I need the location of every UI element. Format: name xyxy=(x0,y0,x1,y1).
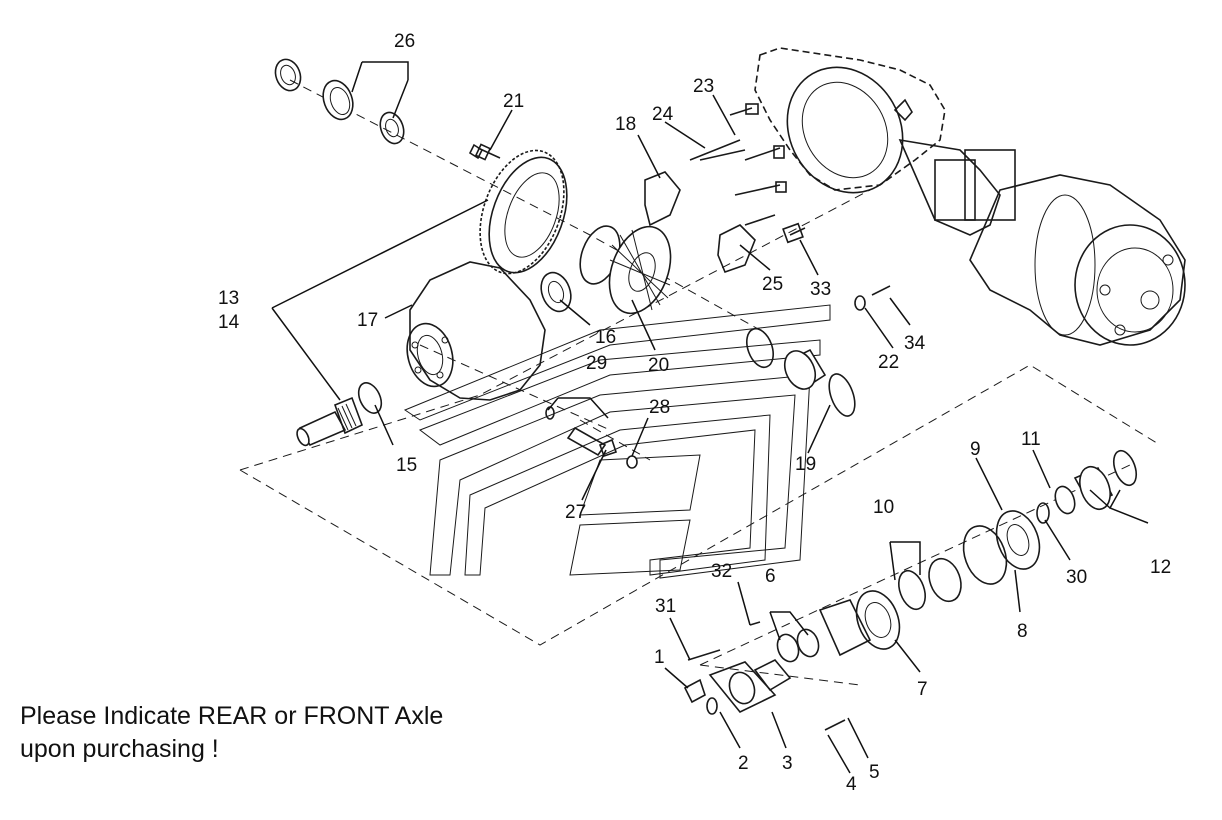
label-22: 22 xyxy=(878,352,899,373)
purchase-note: Please Indicate REAR or FRONT Axle upon … xyxy=(20,700,443,766)
label-10: 10 xyxy=(873,497,894,518)
label-20: 20 xyxy=(648,355,669,376)
label-26: 26 xyxy=(394,31,415,52)
ring-gear xyxy=(479,149,568,275)
label-16: 16 xyxy=(595,327,616,348)
purchase-note-line-2: upon purchasing ! xyxy=(20,735,219,763)
bearing-26 xyxy=(274,58,405,145)
label-34: 34 xyxy=(904,333,926,354)
label-29: 29 xyxy=(586,353,607,374)
nut-22 xyxy=(854,285,891,311)
differential-case xyxy=(579,225,672,315)
label-12: 12 xyxy=(1150,557,1171,578)
label-11: 11 xyxy=(1021,429,1041,450)
lock-parts xyxy=(545,406,638,469)
label-24: 24 xyxy=(652,104,674,125)
watermark-logo xyxy=(403,304,831,579)
label-17: 17 xyxy=(357,310,378,331)
label-7: 7 xyxy=(917,679,928,700)
label-32: 32 xyxy=(711,561,732,582)
label-31: 31 xyxy=(655,596,676,617)
label-5: 5 xyxy=(869,762,880,783)
label-14: 14 xyxy=(218,312,240,333)
bolt-21 xyxy=(468,143,501,161)
purchase-note-line-1: Please Indicate REAR or FRONT Axle xyxy=(20,702,444,730)
part-labels: 26 21 23 24 18 13 14 17 16 20 25 33 34 2… xyxy=(218,31,1171,795)
output-assembly xyxy=(683,449,1138,731)
axle-housing xyxy=(754,47,1186,346)
pinion-shaft xyxy=(296,382,383,447)
label-15: 15 xyxy=(396,455,417,476)
assembly-boundary xyxy=(239,189,1161,646)
label-3: 3 xyxy=(782,753,793,774)
label-21: 21 xyxy=(503,91,524,112)
label-1: 1 xyxy=(654,647,665,668)
label-2: 2 xyxy=(738,753,749,774)
label-18: 18 xyxy=(615,114,636,135)
label-8: 8 xyxy=(1017,621,1028,642)
label-19: 19 xyxy=(795,454,816,475)
leader-lines xyxy=(271,61,1149,774)
label-6: 6 xyxy=(765,566,776,587)
label-9: 9 xyxy=(970,439,981,460)
bearing-cap-25 xyxy=(717,214,806,274)
label-4: 4 xyxy=(846,774,857,795)
label-28: 28 xyxy=(649,397,670,418)
label-25: 25 xyxy=(762,274,783,295)
bearing-19 xyxy=(746,327,856,417)
label-30: 30 xyxy=(1066,567,1087,588)
label-33: 33 xyxy=(810,279,831,300)
bearing-16 xyxy=(540,271,572,313)
label-27: 27 xyxy=(565,502,586,523)
carrier-housing xyxy=(406,261,546,401)
label-23: 23 xyxy=(693,76,714,97)
bearing-cap-18 xyxy=(644,103,787,227)
label-13: 13 xyxy=(218,288,239,309)
